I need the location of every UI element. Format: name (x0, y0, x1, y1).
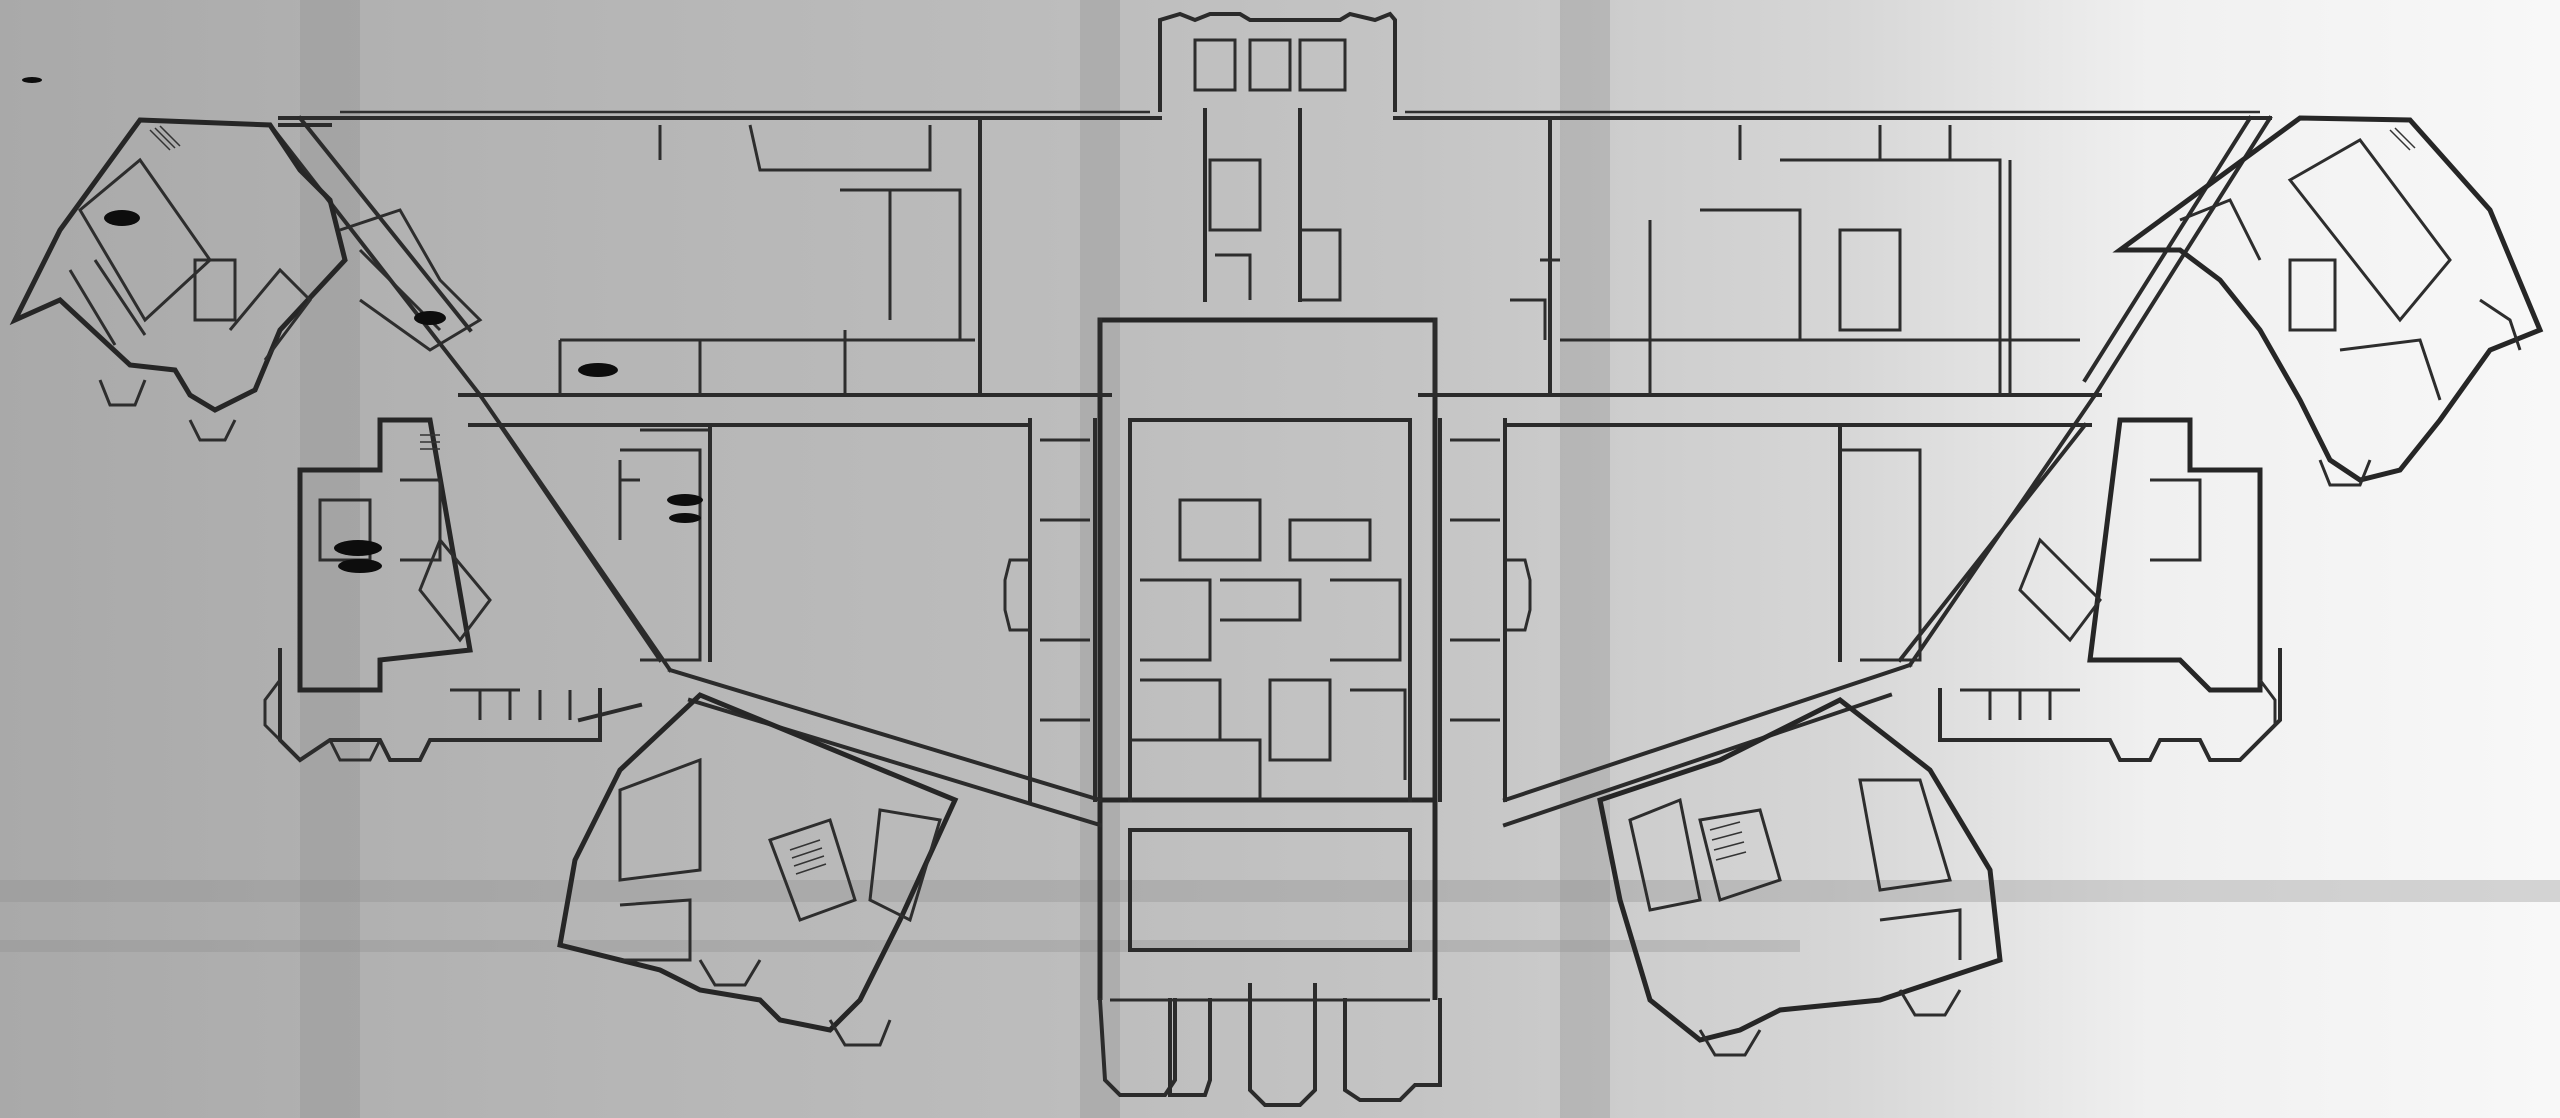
southeast-pavilion (1597, 697, 2003, 1057)
central-block (1003, 11, 1532, 1107)
redaction-marks (22, 77, 703, 573)
central-quadrangle (1097, 317, 1438, 803)
southwest-pavilion (557, 692, 959, 1047)
south-pavilion (1097, 997, 1212, 1097)
northeast-pavilion (2112, 115, 2544, 487)
east-mid-pavilion (1840, 417, 2282, 762)
corridors (278, 110, 2272, 662)
south-hall (1097, 800, 1438, 1000)
northwest-pavilion (9, 117, 483, 442)
west-mid-pavilion (263, 417, 702, 763)
west-diagonal-wings (267, 115, 1103, 828)
north-pavilion (1158, 11, 1397, 112)
